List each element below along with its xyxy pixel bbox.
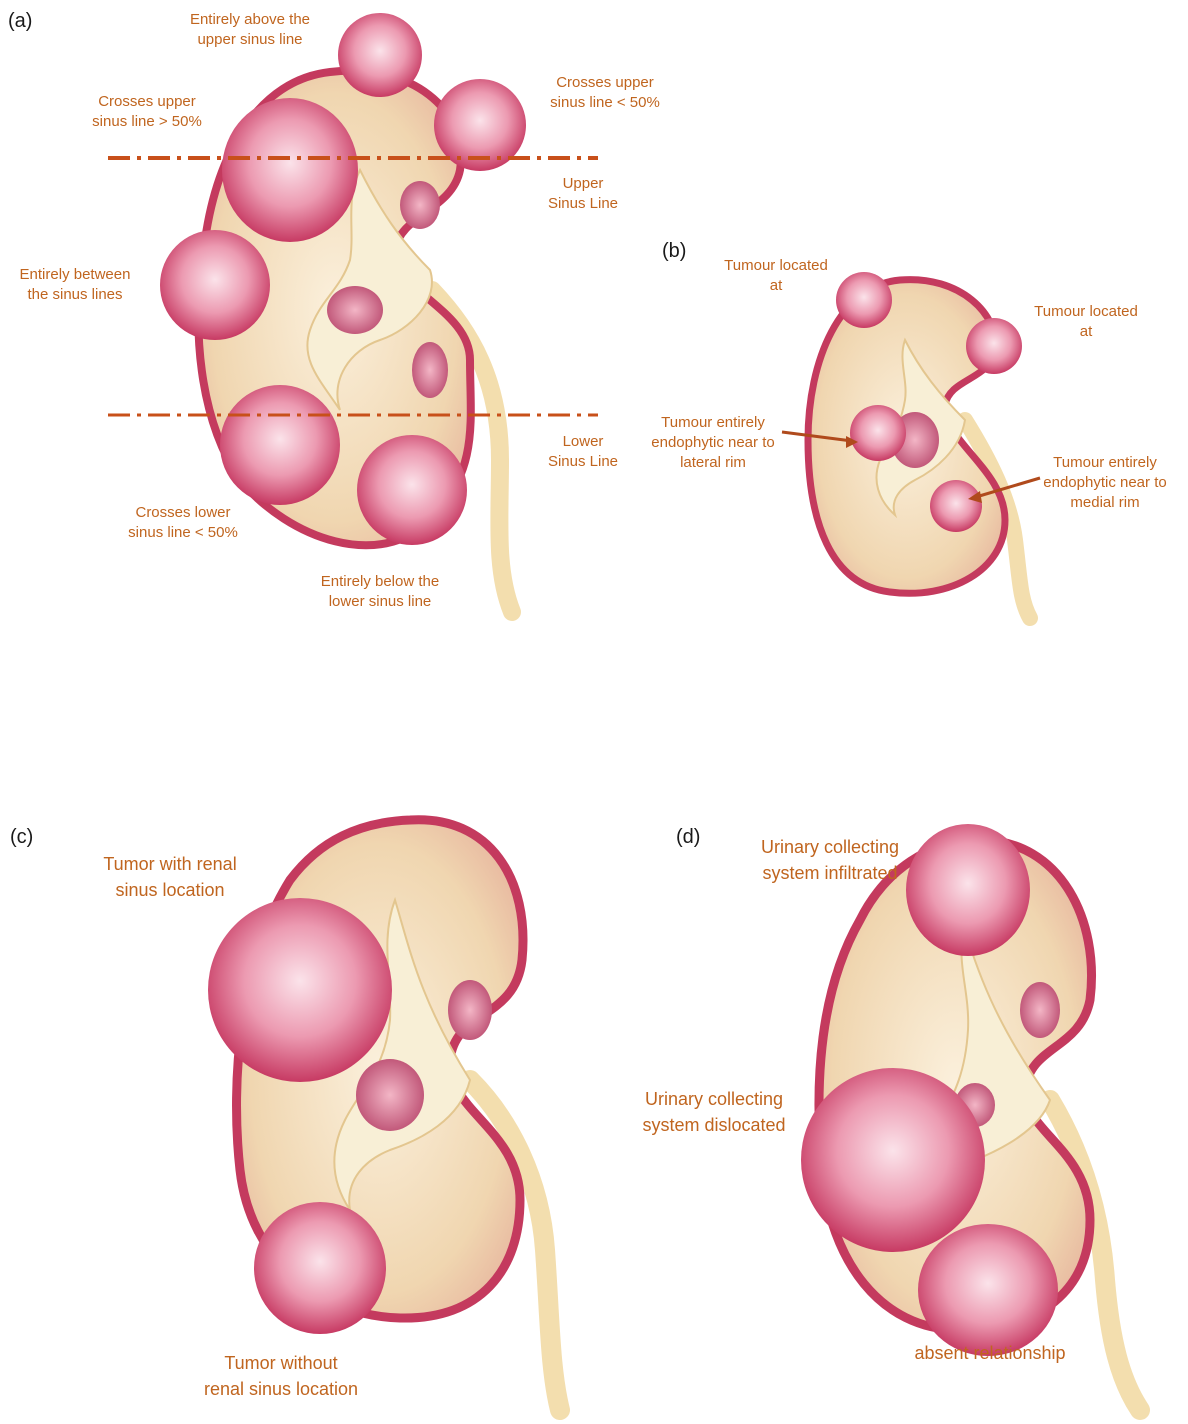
label-infiltrated: Urinary collecting system infiltrated (740, 834, 920, 886)
label-endophytic-lateral: Tumour entirely endophytic near to later… (628, 413, 798, 473)
label-line: Tumour located (1016, 302, 1156, 322)
panel-c-calyx (356, 1059, 424, 1131)
label-lower-sinus-line: Lower Sinus Line (528, 432, 638, 472)
label-line: sinus location (80, 877, 260, 903)
panel-a-calyx (412, 342, 448, 398)
label-without-sinus: Tumor without renal sinus location (176, 1350, 386, 1402)
label-line: the sinus lines (0, 285, 150, 305)
label-line: Upper (528, 174, 638, 194)
panel-a-tumour-above-upper (338, 13, 422, 97)
panel-a-tumour-below-lower (357, 435, 467, 545)
panel-b-tumour-top-right (966, 318, 1022, 374)
panel-a-tumour-crosses-upper-gt (222, 98, 358, 242)
label-dislocated: Urinary collecting system dislocated (624, 1086, 804, 1138)
label-line: renal sinus location (176, 1376, 386, 1402)
panel-b-kidney (782, 272, 1040, 618)
label-line: upper sinus line (170, 30, 330, 50)
label-line: Lower (528, 432, 638, 452)
label-crosses-lower: Crosses lower sinus line < 50% (108, 503, 258, 543)
label-tumour-at-left: Tumour located at (706, 256, 846, 296)
panel-c-letter: (c) (10, 826, 33, 849)
panel-a-calyx (400, 181, 440, 229)
panel-a-tumour-crosses-lower (220, 385, 340, 505)
panel-d-calyx (1020, 982, 1060, 1038)
panel-d-letter: (d) (676, 826, 700, 849)
label-line: system infiltrated (740, 860, 920, 886)
label-crosses-upper-lt: Crosses upper sinus line < 50% (530, 73, 680, 113)
label-line: Tumour located (706, 256, 846, 276)
label-line: Tumour entirely (628, 413, 798, 433)
label-with-sinus: Tumor with renal sinus location (80, 851, 260, 903)
panel-a-letter: (a) (8, 10, 32, 33)
panel-b-letter: (b) (662, 240, 686, 263)
label-line: sinus line > 50% (72, 112, 222, 132)
label-upper-sinus-line: Upper Sinus Line (528, 174, 638, 214)
panel-a-tumour-between (160, 230, 270, 340)
panel-a-calyx (327, 286, 383, 334)
panel-b-tumour-medial (930, 480, 982, 532)
panel-c-kidney (208, 820, 560, 1410)
label-line: Entirely above the (170, 10, 330, 30)
label-line: Urinary collecting (740, 834, 920, 860)
label-line: Entirely between (0, 265, 150, 285)
label-line: lateral rim (628, 453, 798, 473)
label-line: Crosses upper (530, 73, 680, 93)
panel-d-tumour-absent (918, 1224, 1058, 1356)
label-line: Tumor with renal (80, 851, 260, 877)
label-line: Urinary collecting (624, 1086, 804, 1112)
panel-b-tumour-lateral (850, 405, 906, 461)
label-line: system dislocated (624, 1112, 804, 1138)
panel-c-tumour-without-sinus (254, 1202, 386, 1334)
panel-d-tumour-dislocated (801, 1068, 985, 1252)
label-above-upper: Entirely above the upper sinus line (170, 10, 330, 50)
label-between: Entirely between the sinus lines (0, 265, 150, 305)
label-endophytic-medial: Tumour entirely endophytic near to media… (1022, 453, 1188, 513)
label-line: endophytic near to (1022, 473, 1188, 493)
label-line: Tumor without (176, 1350, 386, 1376)
panel-d-tumour-infiltrated (906, 824, 1030, 956)
label-absent-relationship: absent relationship (890, 1340, 1090, 1366)
panel-d-kidney (801, 824, 1140, 1410)
label-line: lower sinus line (300, 592, 460, 612)
label-line: Entirely below the (300, 572, 460, 592)
panel-c-calyx (448, 980, 492, 1040)
label-line: Tumour entirely (1022, 453, 1188, 473)
label-line: at (706, 276, 846, 296)
label-line: Crosses upper (72, 92, 222, 112)
label-line: absent relationship (890, 1340, 1090, 1366)
label-line: Sinus Line (528, 194, 638, 214)
label-crosses-upper-gt: Crosses upper sinus line > 50% (72, 92, 222, 132)
label-tumour-at-right: Tumour located at (1016, 302, 1156, 342)
label-line: sinus line < 50% (108, 523, 258, 543)
label-line: Crosses lower (108, 503, 258, 523)
panel-c-tumour-with-sinus (208, 898, 392, 1082)
label-line: Sinus Line (528, 452, 638, 472)
label-line: at (1016, 322, 1156, 342)
label-line: endophytic near to (628, 433, 798, 453)
label-line: sinus line < 50% (530, 93, 680, 113)
label-below-lower: Entirely below the lower sinus line (300, 572, 460, 612)
label-line: medial rim (1022, 493, 1188, 513)
